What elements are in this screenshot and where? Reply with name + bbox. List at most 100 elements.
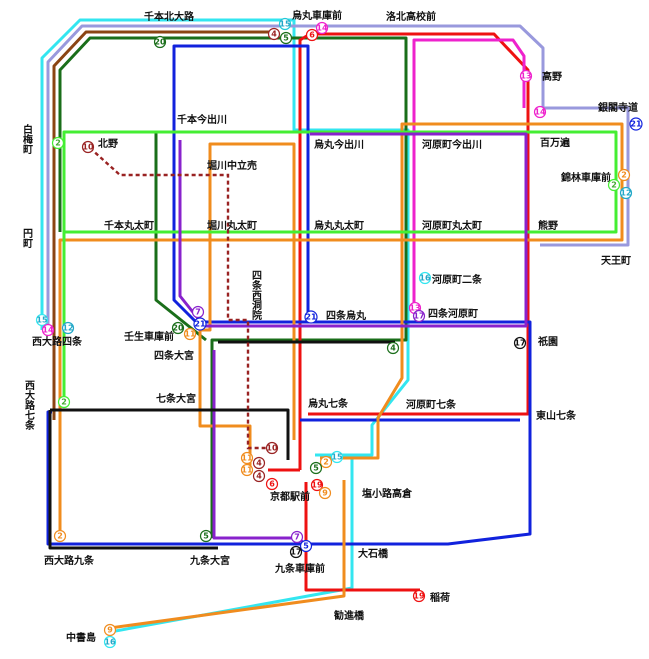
svg-text:11: 11 xyxy=(184,330,196,339)
badge-12-left: 12 xyxy=(61,321,75,335)
svg-text:13: 13 xyxy=(520,72,531,81)
svg-text:7: 7 xyxy=(294,533,300,542)
badge-21-horikawa: 21 xyxy=(193,317,207,331)
svg-text:15: 15 xyxy=(331,453,343,462)
label-karasuma-marutamachi: 烏丸丸太町 xyxy=(314,219,364,232)
svg-text:6: 6 xyxy=(269,480,275,489)
svg-text:17: 17 xyxy=(514,339,525,348)
label-ginkakuji: 銀閣寺道 xyxy=(598,101,638,114)
label-karasuma-shichijo: 烏丸七条 xyxy=(308,397,349,410)
svg-text:15: 15 xyxy=(279,20,291,29)
badge-4-station-a: 4 xyxy=(252,456,266,470)
badge-8-kujo: 5 xyxy=(299,539,313,553)
badge-13-takano: 13 xyxy=(519,69,533,83)
svg-text:20: 20 xyxy=(172,324,184,333)
stop-labels: 千本北大路 烏丸車庫前 洛北高校前 高野 銀閣寺道 百万遍 錦林車庫前 天王町 … xyxy=(21,9,639,644)
label-nishioji-shichijo: 西大路七条 xyxy=(23,380,36,431)
svg-text:4: 4 xyxy=(390,344,396,353)
label-shijo-omiya: 四条大宮 xyxy=(154,349,194,362)
svg-text:14: 14 xyxy=(534,108,546,117)
badge-9-station: 9 xyxy=(318,486,332,500)
label-senbon-imadegawa: 千本今出川 xyxy=(177,113,227,126)
svg-text:11: 11 xyxy=(241,454,253,463)
label-kanshinbashi: 勧進橋 xyxy=(334,609,365,622)
badge-16-chushojima: 16 xyxy=(103,635,117,649)
route-line-blue xyxy=(46,44,532,546)
label-tennocho: 天王町 xyxy=(601,255,631,267)
label-kujo-omiya: 九条大宮 xyxy=(189,554,230,567)
route-line-brown xyxy=(52,30,272,420)
svg-text:2: 2 xyxy=(323,458,329,467)
badge-14-top: 14 xyxy=(315,21,329,35)
badge-5-top: 5 xyxy=(279,31,293,45)
badge-22-nishioji-shichijo: 2 xyxy=(57,395,71,409)
label-kawaramachi-marutamachi: 河原町丸太町 xyxy=(422,219,482,232)
badge-5-station: 5 xyxy=(309,461,323,475)
svg-text:11: 11 xyxy=(241,466,253,475)
badge-15-left: 15 xyxy=(35,313,49,327)
badge-6-station: 6 xyxy=(265,477,279,491)
svg-text:14: 14 xyxy=(316,24,328,33)
label-kawaramachi-nijo: 河原町二条 xyxy=(432,273,483,286)
label-shiokoji-takakura: 塩小路高倉 xyxy=(362,487,413,500)
svg-text:16: 16 xyxy=(104,638,116,647)
svg-text:17: 17 xyxy=(413,312,424,321)
label-nishioji-shijo: 西大路四条 xyxy=(32,335,83,348)
label-mibu-shako: 壬生車庫前 xyxy=(124,330,174,343)
badge-12-shirinrin: 12 xyxy=(619,186,633,200)
label-karasuma-imadegawa: 烏丸今出川 xyxy=(314,138,364,151)
badge-22-shirinrin: 2 xyxy=(607,178,621,192)
badge-17-shijo-kawaramachi: 17 xyxy=(412,309,426,323)
svg-text:17: 17 xyxy=(290,548,301,557)
badge-11-station-b: 11 xyxy=(240,463,254,477)
badge-6-top: 6 xyxy=(305,28,319,42)
svg-text:15: 15 xyxy=(36,316,48,325)
badge-21-shijo-karasuma: 21 xyxy=(304,310,318,324)
label-shijo-karasuma: 四条烏丸 xyxy=(326,309,367,322)
label-senbon-kitaoji: 千本北大路 xyxy=(144,10,195,23)
badge-9-chushojima: 9 xyxy=(103,623,117,637)
badge-2-shirinrin: 2 xyxy=(617,168,631,182)
svg-text:21: 21 xyxy=(305,313,317,322)
svg-text:20: 20 xyxy=(154,38,166,47)
svg-text:21: 21 xyxy=(630,120,642,129)
label-oishibashi: 大石橋 xyxy=(358,547,389,560)
svg-text:5: 5 xyxy=(203,532,209,541)
label-kawaramachi-imadegawa: 河原町今出川 xyxy=(422,138,482,151)
badge-14-left: 14 xyxy=(41,323,55,337)
svg-text:10: 10 xyxy=(266,444,278,453)
svg-text:2: 2 xyxy=(55,139,61,148)
badge-11-mibu: 11 xyxy=(183,327,197,341)
route-line-lavender xyxy=(46,24,630,330)
label-rakuhoku: 洛北高校前 xyxy=(386,10,436,23)
label-shijo-nishinotoin: 四条西洞院 xyxy=(250,270,263,321)
svg-text:12: 12 xyxy=(620,189,631,198)
badge-4-station-b: 4 xyxy=(252,469,266,483)
route-badges: 15 14 4 5 6 20 13 14 21 2 2 12 10 2 16 1… xyxy=(35,17,643,649)
route-line-cyan-b xyxy=(315,453,354,480)
svg-text:10: 10 xyxy=(82,143,94,152)
route-line-magenta xyxy=(412,38,526,305)
label-shiraumecho: 白梅町 xyxy=(21,123,33,155)
badge-4-top: 4 xyxy=(267,27,281,41)
route-line-orange xyxy=(58,122,624,630)
badge-19-inari: 19 xyxy=(412,589,426,603)
svg-text:5: 5 xyxy=(303,542,309,551)
svg-text:2: 2 xyxy=(57,532,63,541)
svg-text:9: 9 xyxy=(322,489,328,498)
svg-text:19: 19 xyxy=(311,481,323,490)
svg-text:13: 13 xyxy=(409,304,420,313)
badge-15-top: 15 xyxy=(278,17,292,31)
label-kyoto-station: 京都駅前 xyxy=(270,490,310,503)
label-chushojima: 中書島 xyxy=(66,631,96,644)
label-horikawa-nakadachiuri: 堀川中立売 xyxy=(207,159,257,172)
badge-7-horikawa: 7 xyxy=(191,305,205,319)
label-kawaramachi-shichijo: 河原町七条 xyxy=(406,398,457,411)
label-nishioji-kujo: 西大路九条 xyxy=(44,554,95,567)
label-shijo-kawaramachi: 四条河原町 xyxy=(428,307,478,320)
badge-21-ginkakuji: 21 xyxy=(629,117,643,131)
route-lines xyxy=(40,18,630,634)
route-line-black xyxy=(48,340,395,550)
svg-text:21: 21 xyxy=(194,320,206,329)
